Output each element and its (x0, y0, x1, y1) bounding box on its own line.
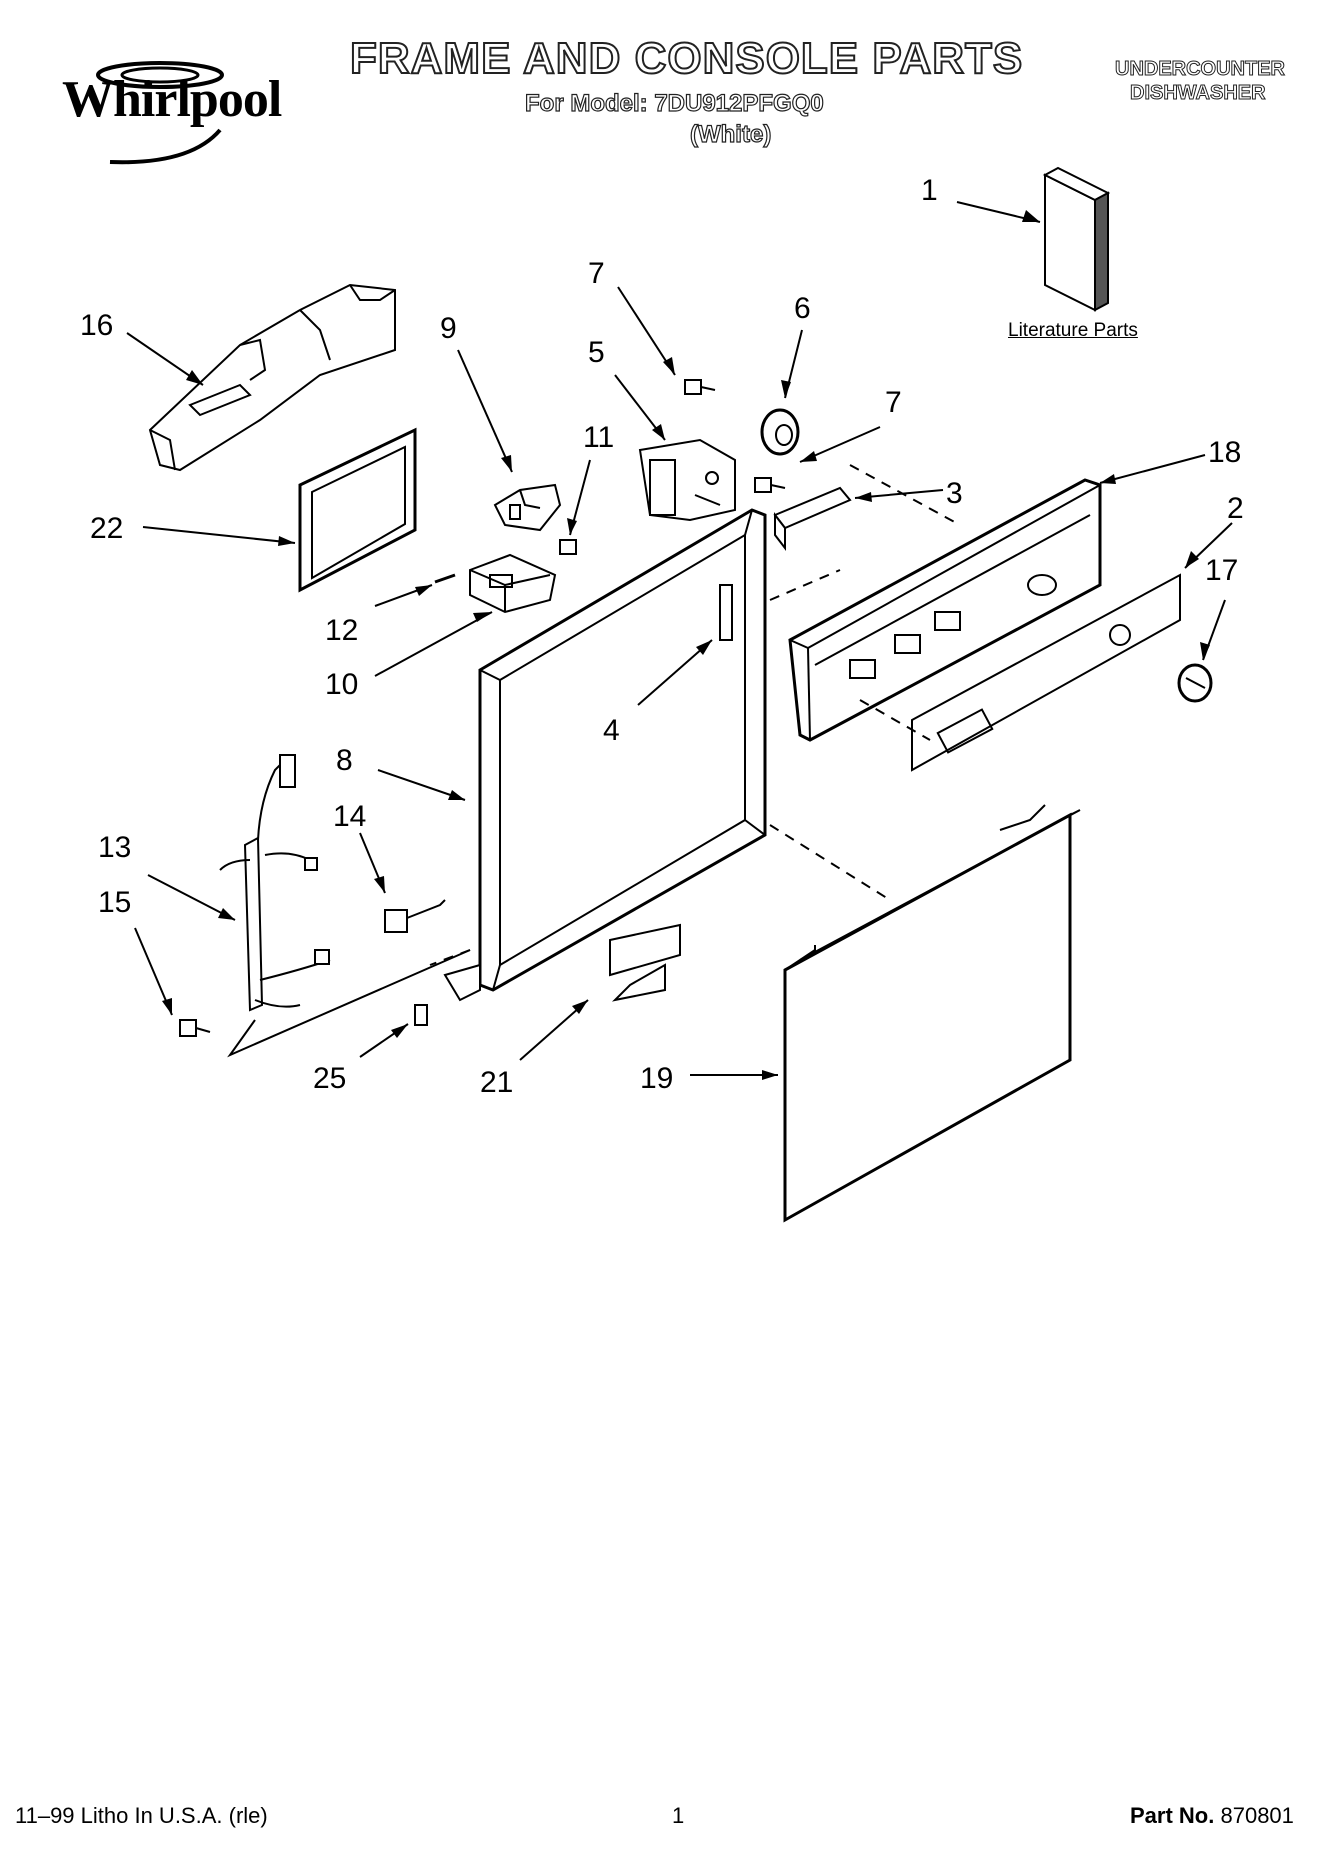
model-line: For Model: 7DU912PFGQ0 (524, 89, 824, 117)
page-number: 1 (672, 1803, 685, 1828)
part-no-value: 870801 (1220, 1803, 1294, 1828)
part-14-sensor (384, 899, 446, 933)
callout-18: 18 (1208, 436, 1241, 469)
callout-25: 25 (313, 1062, 346, 1095)
brand-logo-text: Whirlpool (62, 71, 282, 128)
callout-22: 22 (90, 512, 123, 545)
callout-19: 19 (640, 1062, 673, 1095)
part-19-toe-panel (783, 804, 1081, 1223)
color-line: (White) (689, 120, 772, 148)
part-no-label: Part No. (1130, 1803, 1215, 1828)
callout-16: 16 (80, 309, 113, 342)
callout-21: 21 (480, 1066, 513, 1099)
callout-3: 3 (946, 477, 963, 510)
part-7-screw-lower (754, 477, 786, 493)
product-type-line1: UNDERCOUNTER (1115, 58, 1286, 81)
callout-7-lower: 7 (885, 386, 902, 419)
callout-5: 5 (588, 336, 605, 369)
product-type-line2: DISHWASHER (1130, 82, 1267, 105)
litho-text: 11–99 Litho In U.S.A. (rle) (15, 1803, 268, 1828)
callout-4: 4 (603, 714, 620, 747)
part-21-handle (609, 923, 681, 1002)
part-6-knob (760, 408, 800, 456)
callout-1: 1 (921, 174, 938, 207)
part-5-bracket (638, 438, 736, 522)
callout-2: 2 (1227, 492, 1244, 525)
callout-15: 15 (98, 886, 131, 919)
part-18-console (788, 478, 1102, 742)
whirlpool-swirl-logo (96, 61, 224, 165)
part-15-screw (179, 1019, 211, 1037)
callout-14: 14 (333, 800, 366, 833)
part-3-bracket (773, 486, 852, 551)
page-title: FRAME AND CONSOLE PARTS (349, 33, 1024, 84)
part-7-screw-upper (684, 379, 716, 395)
callout-13: 13 (98, 831, 131, 864)
part-12-pin (434, 573, 456, 584)
callout-10: 10 (325, 668, 358, 701)
callout-8: 8 (336, 744, 353, 777)
part-8-frame (443, 508, 767, 1002)
part-number: Part No. 870801 (1130, 1803, 1294, 1829)
callout-9: 9 (440, 312, 457, 345)
part-9-switch (493, 483, 562, 532)
literature-book (1042, 166, 1111, 312)
part-25-clip (414, 1004, 428, 1026)
callout-12: 12 (325, 614, 358, 647)
part-13-harness (219, 754, 471, 1058)
part-22-panel (298, 427, 417, 593)
part-2-overlay (911, 573, 1181, 772)
part-11-cap (559, 539, 577, 555)
literature-parts-label: Literature Parts (1008, 320, 1138, 341)
callout-6: 6 (794, 292, 811, 325)
callout-7-upper: 7 (588, 257, 605, 290)
part-17-knob (1177, 663, 1213, 703)
callout-11: 11 (583, 421, 614, 454)
callout-17: 17 (1205, 554, 1238, 587)
part-16-duct (148, 283, 396, 472)
part-10-block (469, 553, 557, 614)
